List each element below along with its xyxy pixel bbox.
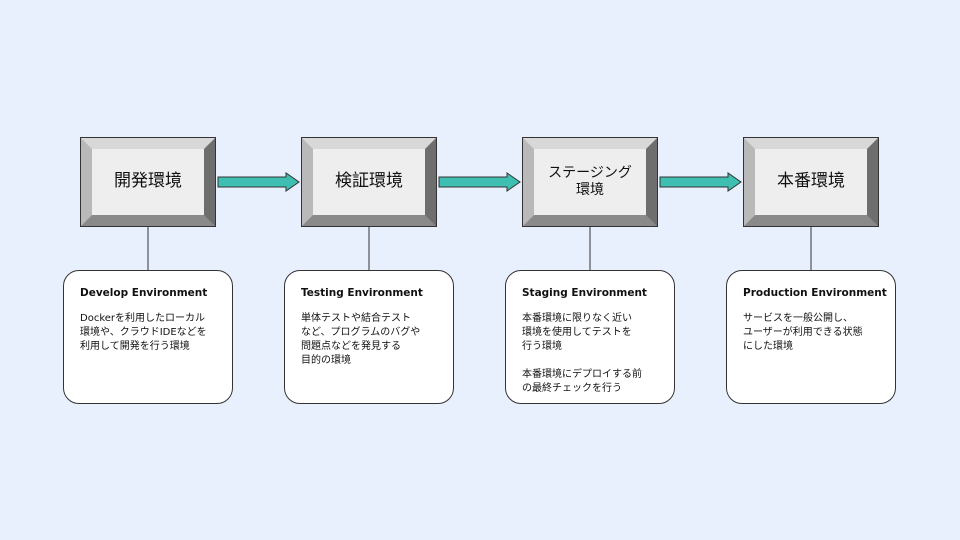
card-title-develop: Develop Environment xyxy=(80,287,208,299)
card-title-staging: Staging Environment xyxy=(522,287,647,299)
card-title-testing: Testing Environment xyxy=(301,287,423,299)
stage-box-develop: 開発環境 xyxy=(80,137,216,227)
card-title-production: Production Environment xyxy=(743,287,887,299)
stage-box-testing: 検証環境 xyxy=(301,137,437,227)
stage-box-staging: ステージング 環境 xyxy=(522,137,658,227)
card-desc-develop: Dockerを利用したローカル 環境や、クラウドIDEなどを 利用して開発を行う… xyxy=(80,313,207,352)
arrow-testing-to-staging xyxy=(438,172,521,192)
card-production: Production Environment サービスを一般公開し、 ユーザーが… xyxy=(726,270,896,404)
stage-title-production: 本番環境 xyxy=(777,171,845,192)
stage-box-production: 本番環境 xyxy=(743,137,879,227)
card-desc-testing: 単体テストや結合テスト など、プログラムのバグや 問題点などを発見する 目的の環… xyxy=(301,313,421,366)
card-desc-production: サービスを一般公開し、 ユーザーが利用できる状態 にした環境 xyxy=(743,313,863,352)
card-staging: Staging Environment 本番環境に限りなく近い 環境を使用してテ… xyxy=(505,270,675,404)
arrow-staging-to-production xyxy=(659,172,742,192)
card-testing: Testing Environment 単体テストや結合テスト など、プログラム… xyxy=(284,270,454,404)
arrow-develop-to-testing xyxy=(217,172,300,192)
stage-title-staging: ステージング 環境 xyxy=(548,164,632,199)
card-desc-staging: 本番環境に限りなく近い 環境を使用してテストを 行う環境 本番環境にデプロイする… xyxy=(522,313,642,394)
stage-title-testing: 検証環境 xyxy=(335,171,403,192)
stage-title-develop: 開発環境 xyxy=(114,171,182,192)
card-develop: Develop Environment Dockerを利用したローカル 環境や、… xyxy=(63,270,233,404)
